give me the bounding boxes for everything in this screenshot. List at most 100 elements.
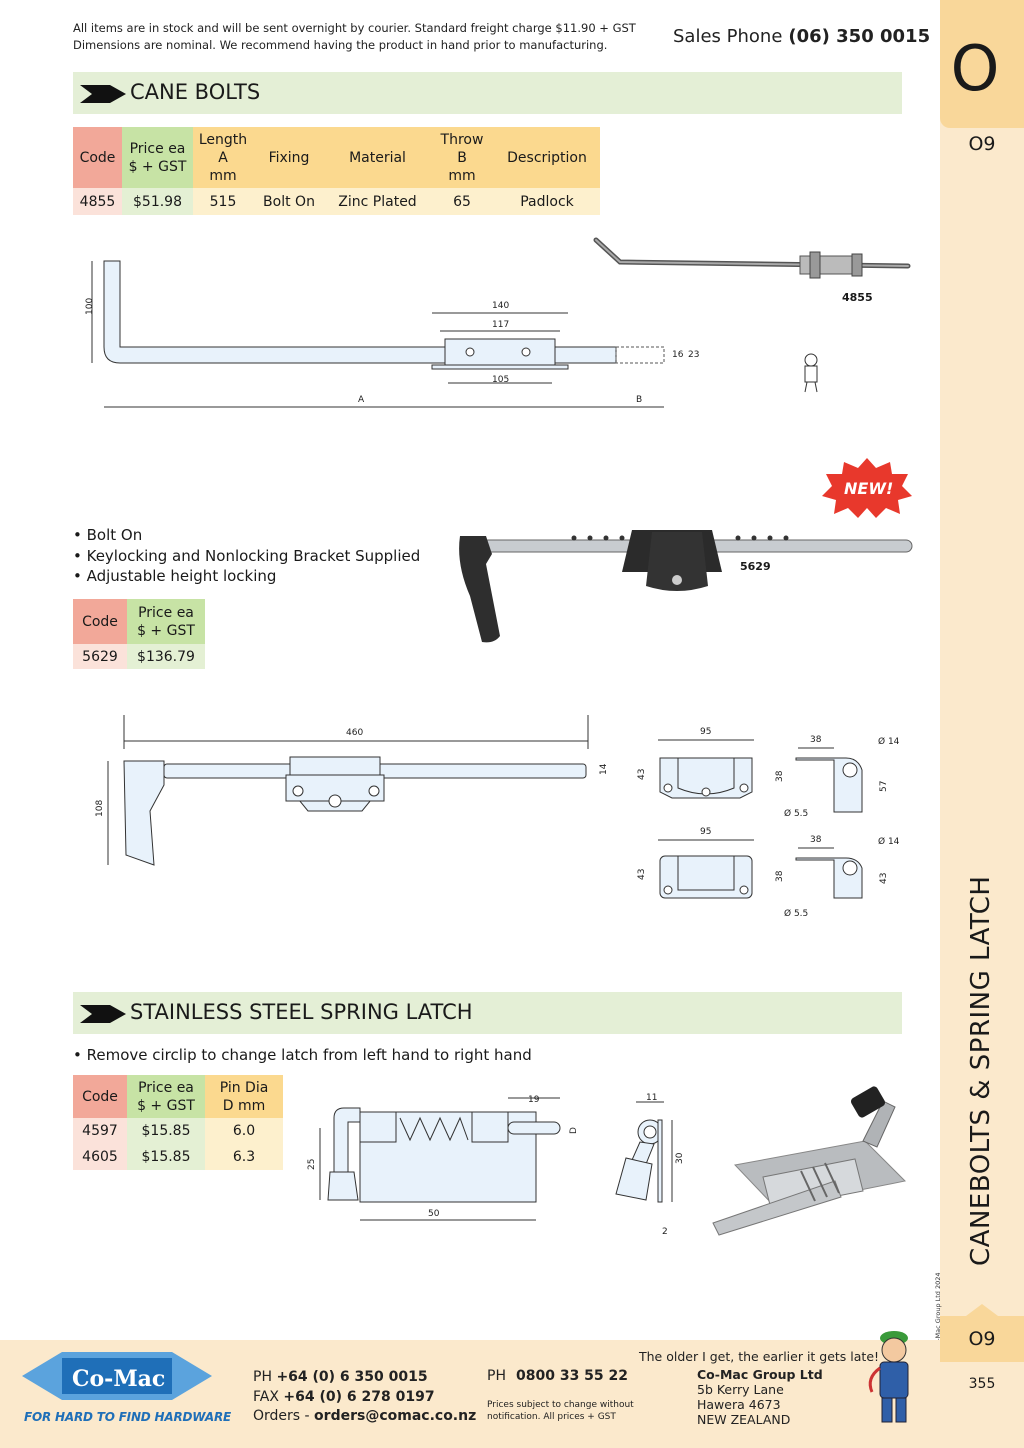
dim-38-side-top: 38 bbox=[810, 735, 822, 745]
col-throw-line1: Throw bbox=[440, 131, 484, 148]
mascot-icon bbox=[868, 1331, 909, 1423]
tab-code-bottom: O9 bbox=[968, 1328, 996, 1350]
fax-label: FAX bbox=[253, 1388, 279, 1405]
col-description: Description bbox=[494, 127, 600, 188]
col-material: Material bbox=[325, 127, 430, 188]
5629-features: • Bolt On • Keylocking and Nonlocking Br… bbox=[73, 525, 420, 587]
dim-d: D bbox=[569, 1127, 579, 1134]
table-row: 4597 $15.85 6.0 bbox=[73, 1118, 283, 1144]
bolt-5629-technical-drawing: 460 108 14 bbox=[95, 715, 609, 866]
dim-43-side: 43 bbox=[879, 873, 889, 884]
sales-phone-number[interactable]: (06) 350 0015 bbox=[788, 26, 931, 47]
dim-14: 14 bbox=[599, 763, 609, 775]
dim-16: 16 bbox=[672, 350, 684, 360]
company-name: Co-Mac Group Ltd bbox=[697, 1367, 823, 1382]
dim-b: B bbox=[636, 395, 642, 405]
slogan: The older I get, the earlier it gets lat… bbox=[639, 1349, 880, 1364]
col-length-line3: mm bbox=[209, 167, 237, 184]
dim-11: 11 bbox=[646, 1093, 657, 1103]
cell-length: 515 bbox=[193, 188, 253, 215]
table-row: 4855 $51.98 515 Bolt On Zinc Plated 65 P… bbox=[73, 188, 600, 215]
feature-item: • Adjustable height locking bbox=[73, 567, 277, 585]
page-number: 355 bbox=[968, 1376, 996, 1392]
dim-105: 105 bbox=[492, 375, 509, 385]
vertical-section-title: CANEBOLTS & SPRING LATCH bbox=[966, 875, 996, 1266]
tab-code-bottom-box bbox=[940, 1316, 1024, 1362]
contact-block: PH +64 (0) 6 350 0015 FAX +64 (0) 6 278 … bbox=[253, 1368, 476, 1427]
cell-price: $51.98 bbox=[122, 188, 193, 215]
dim-43-bottom: 43 bbox=[637, 869, 647, 880]
bolt-5629-photo bbox=[459, 530, 913, 643]
tab-letter-box bbox=[940, 0, 1024, 128]
comac-logo[interactable]: Co-Mac bbox=[22, 1344, 212, 1408]
ph2-label: PH bbox=[487, 1368, 506, 1384]
spring-latch-technical-drawing: 19 D 25 50 bbox=[307, 1095, 579, 1221]
freephone: PH 0800 33 55 22 bbox=[487, 1368, 628, 1384]
col-price-line2: $ + GST bbox=[137, 622, 195, 639]
freight-note-line2: Dimensions are nominal. We recommend hav… bbox=[73, 38, 608, 52]
orders-email[interactable]: orders@comac.co.nz bbox=[314, 1408, 477, 1424]
dim-43-top: 43 bbox=[637, 769, 647, 780]
spring-latch-title: STAINLESS STEEL SPRING LATCH bbox=[130, 1000, 473, 1024]
dim-dia55-top: Ø 5.5 bbox=[784, 808, 808, 819]
dim-57: 57 bbox=[879, 781, 889, 792]
tab-letter: O bbox=[950, 32, 1000, 105]
dim-100: 100 bbox=[85, 298, 95, 315]
cell-price: $15.85 bbox=[127, 1144, 205, 1170]
dim-140: 140 bbox=[492, 301, 509, 311]
prices-note-line2: notification. All prices + GST bbox=[487, 1412, 616, 1422]
address-line3: NEW ZEALAND bbox=[697, 1412, 791, 1427]
cell-fixing: Bolt On bbox=[253, 188, 325, 215]
col-price-line1: Price ea bbox=[138, 604, 194, 621]
cane-bolts-header: CANE BOLTS bbox=[73, 72, 902, 114]
spring-latch-side-drawing: 11 30 2 bbox=[615, 1093, 685, 1237]
dim-30: 30 bbox=[675, 1152, 685, 1164]
col-price-line1: Price ea bbox=[129, 140, 186, 157]
fax-value: +64 (0) 6 278 0197 bbox=[283, 1388, 435, 1405]
new-badge-text: NEW! bbox=[844, 479, 893, 498]
tab-code-top: O9 bbox=[968, 133, 996, 155]
photo-label-5629: 5629 bbox=[740, 560, 771, 573]
new-badge-icon: NEW! bbox=[822, 458, 912, 518]
cell-throw: 65 bbox=[430, 188, 494, 215]
sales-phone: Sales Phone(06) 350 0015 bbox=[673, 26, 930, 47]
cell-price: $15.85 bbox=[127, 1118, 205, 1144]
col-length-line2: A bbox=[218, 149, 228, 166]
feature-item: • Keylocking and Nonlocking Bracket Supp… bbox=[73, 546, 421, 565]
dim-dia14-top: Ø 14 bbox=[878, 736, 900, 747]
dim-2: 2 bbox=[662, 1227, 668, 1237]
col-code: Code bbox=[73, 599, 127, 644]
dim-117: 117 bbox=[492, 320, 509, 330]
prices-note-line1: Prices subject to change without bbox=[487, 1400, 634, 1410]
ph-value[interactable]: +64 (0) 6 350 0015 bbox=[276, 1369, 428, 1385]
dim-95-bottom: 95 bbox=[700, 827, 711, 837]
dim-a: A bbox=[358, 395, 365, 405]
ph-label: PH bbox=[253, 1369, 272, 1385]
table-row: 5629 $136.79 bbox=[73, 644, 205, 669]
col-code: Code bbox=[73, 1075, 127, 1118]
side-tab-strip bbox=[940, 0, 1024, 1448]
tab-arrow bbox=[966, 1304, 998, 1316]
section-arrow-icon bbox=[80, 85, 126, 103]
col-price-line2: $ + GST bbox=[128, 158, 187, 175]
col-code: Code bbox=[73, 127, 122, 188]
dim-108: 108 bbox=[95, 800, 105, 817]
freight-note-line1: All items are in stock and will be sent … bbox=[73, 21, 636, 35]
table-row: 4605 $15.85 6.3 bbox=[73, 1144, 283, 1170]
cane-bolt-technical-drawing: 100 140 117 105 16 23 A B bbox=[85, 260, 699, 408]
orders-label: Orders - bbox=[253, 1408, 310, 1424]
col-pin-line2: D mm bbox=[222, 1097, 266, 1114]
cell-code: 4605 bbox=[73, 1144, 127, 1170]
cell-material: Zinc Plated bbox=[325, 188, 430, 215]
address-line1: 5b Kerry Lane bbox=[697, 1382, 784, 1397]
col-fixing: Fixing bbox=[253, 127, 325, 188]
col-price: Price ea$ + GST bbox=[122, 127, 193, 188]
ph2-value[interactable]: 0800 33 55 22 bbox=[515, 1368, 629, 1384]
bracket-drawings: 95 43 38 Ø 5.5 38 Ø 14 57 95 43 38 Ø 5.5… bbox=[637, 727, 900, 919]
